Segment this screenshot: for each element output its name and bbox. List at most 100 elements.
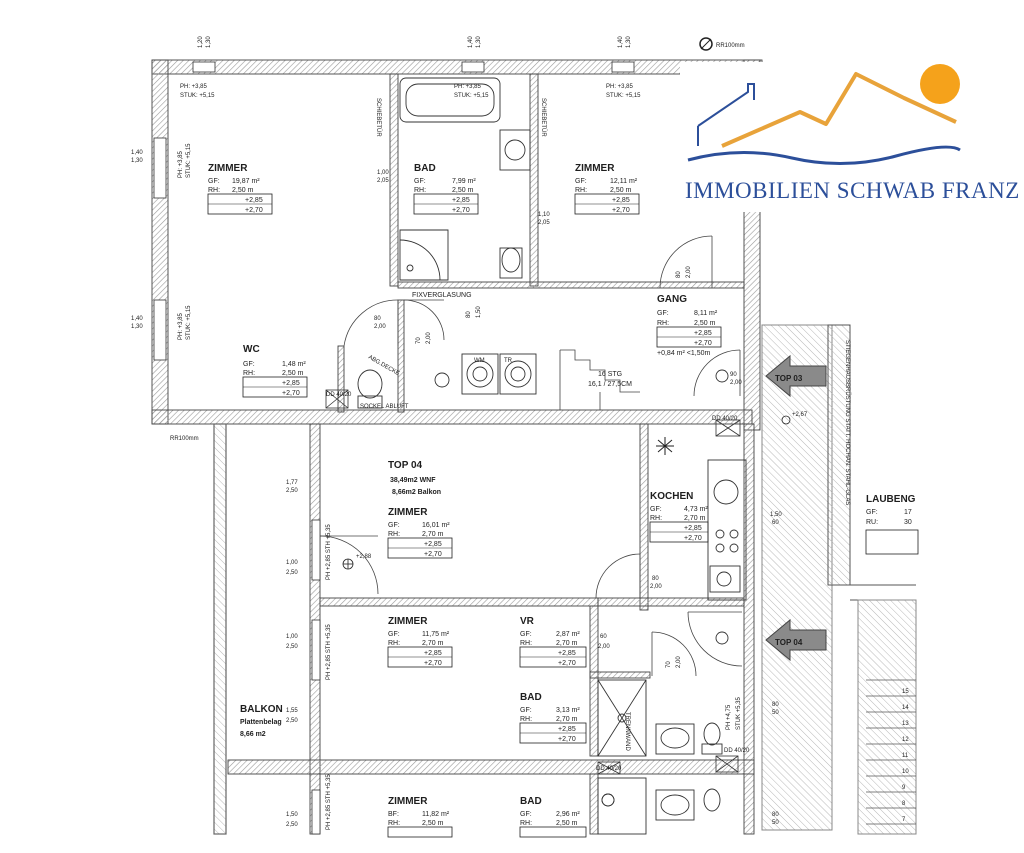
stuk-note: STUK: +5,15: [186, 305, 192, 340]
ru-label: RU:: [866, 519, 878, 526]
rr-symbol: [699, 37, 713, 51]
stair-numbers: 15 14 13 12 11 10 9 8 7: [902, 689, 909, 823]
room-zimmer-4: ZIMMER GF: 11,75 m² RH: 2,70 m +2,85 +2,…: [387, 616, 453, 668]
dim: 1,00: [286, 560, 298, 566]
dim: 80: [772, 812, 779, 818]
gf-label: GF:: [657, 310, 669, 317]
area-note: +0,84 m² <1,50m: [657, 350, 710, 357]
dd-note: DD 40/20: [596, 766, 622, 772]
dim: 2,50: [286, 488, 298, 494]
gf-value: 12,11 m²: [610, 178, 638, 185]
dim: 2,00: [676, 656, 682, 668]
level-value: +2,85: [684, 525, 702, 532]
stair-num: 11: [902, 753, 909, 759]
sill-note: PH +2,85 STH +5,35: [326, 524, 332, 580]
rh-label: RH:: [388, 531, 400, 538]
dim: 2,05: [377, 178, 389, 184]
level: +2,67: [792, 412, 808, 418]
dim: 1,20: [198, 36, 204, 48]
dim: 2,50: [286, 718, 298, 724]
rr-left-label: RR100mm: [170, 436, 199, 442]
balkon-surface: Plattenbelag: [240, 719, 282, 726]
room-name: ZIMMER: [208, 163, 248, 174]
windows: [153, 61, 635, 835]
room-bad-2: BAD GF: 3,13 m² RH: 2,70 m +2,85 +2,70: [519, 692, 587, 744]
dim: 2,00: [426, 332, 432, 344]
stair-num: 14: [902, 705, 909, 711]
gf-value: 1,48 m²: [282, 361, 306, 368]
dim: 80: [374, 316, 381, 322]
dim: 1,00: [286, 634, 298, 640]
walls: [151, 59, 763, 835]
level-value: +2,85: [424, 541, 442, 548]
dim: 1,40: [131, 316, 143, 322]
ph-note: PH: +3,85: [606, 84, 634, 90]
level-value: +2,85: [558, 726, 576, 733]
company-logo: IMMOBILIEN SCHWAB FRANZ: [680, 62, 1020, 212]
gf-label: GF:: [650, 506, 662, 513]
top-window-dims: 1,20 1,30 1,40 1,30 1,40 1,30: [198, 36, 632, 48]
level-value: +2,85: [558, 650, 576, 657]
stair-num: 15: [902, 689, 909, 695]
dim: 2,05: [538, 220, 550, 226]
rh-value: 2,50 m: [610, 187, 632, 194]
dim: 1,50: [286, 812, 298, 818]
level-value: +2,85: [282, 380, 300, 387]
rh-value: 2,50 m: [422, 820, 444, 827]
room-wc: WC GF: 1,48 m² RH: 2,50 m +2,85 +2,70: [242, 344, 308, 398]
room-name: ZIMMER: [388, 616, 428, 627]
top03-label: TOP 03: [775, 374, 803, 383]
ru-value: 30: [904, 519, 912, 526]
dim: 70: [666, 661, 672, 668]
company-name: IMMOBILIEN SCHWAB FRANZ: [685, 178, 1020, 203]
ph-note: PH: +3,85: [178, 312, 184, 340]
misc-labels: FIXVERGLASUNG SCHIEBETÜR SCHIEBETÜR ABG.…: [360, 98, 630, 751]
sliding-door-label: SCHIEBETÜR: [540, 98, 547, 137]
apartment-wnf: 38,49m2 WNF: [390, 477, 436, 484]
rh-value: 2,50 m: [232, 187, 254, 194]
room-name: ZIMMER: [575, 163, 615, 174]
fan-icon: [656, 437, 674, 455]
level-value: +2,70: [424, 551, 442, 558]
room-name: BALKON: [240, 704, 283, 715]
rh-label: RH:: [388, 640, 400, 647]
stuk-note: STUK: +5,15: [180, 93, 215, 99]
dim: 1,50: [770, 512, 782, 518]
house-outline-icon: [697, 83, 755, 127]
room-name: WC: [243, 344, 260, 355]
sun-icon: [920, 64, 960, 104]
dim: 2,50: [286, 570, 298, 576]
room-name: LAUBENG: [866, 494, 916, 505]
level-value: +2,70: [558, 660, 576, 667]
rh-label: RH:: [657, 320, 669, 327]
stuk-note: STUK: +5,15: [186, 143, 192, 178]
stuk-note: STUK +5,35: [736, 696, 742, 730]
room-zimmer-2: PH: +3,85 STUK: +5,15 ZIMMER GF: 12,11 m…: [574, 84, 641, 215]
dim: 1,30: [476, 36, 482, 48]
sliding-door-label: SCHIEBETÜR: [375, 98, 382, 137]
dim: 2,00: [374, 324, 386, 330]
room-laubengang: LAUBENG GF: 17 RU: 30: [865, 494, 919, 555]
gf-value: 11,82 m²: [422, 811, 450, 818]
level-markers: [342, 415, 791, 570]
level-value: +2,85: [424, 650, 442, 657]
sockel-note: SOCKEL ABLUFT: [360, 404, 409, 410]
room-zimmer-5: ZIMMER BF: 11,82 m² RH: 2,50 m: [387, 796, 453, 838]
gf-label: BF:: [388, 811, 399, 818]
dim: 2,00: [598, 644, 610, 650]
dim: 1,50: [476, 306, 482, 318]
room-bad-3: BAD GF: 2,96 m² RH: 2,50 m: [519, 796, 587, 838]
level-value: +2,85: [452, 197, 470, 204]
level-value: +2,70: [245, 207, 263, 214]
level-value: +2,70: [282, 390, 300, 397]
stair-num: 13: [902, 721, 909, 727]
level-value: +2,85: [245, 197, 263, 204]
rh-value: 2,70 m: [556, 640, 578, 647]
stair-dims: 16,1 / 27,5CM: [588, 381, 632, 388]
top04-arrow-label: TOP 04: [775, 638, 803, 647]
stair-num: 10: [902, 769, 909, 775]
dim: 1,30: [131, 158, 143, 164]
dim: 1,40: [131, 150, 143, 156]
gf-value: 19,87 m²: [232, 178, 260, 185]
dim: 2,00: [686, 266, 692, 278]
